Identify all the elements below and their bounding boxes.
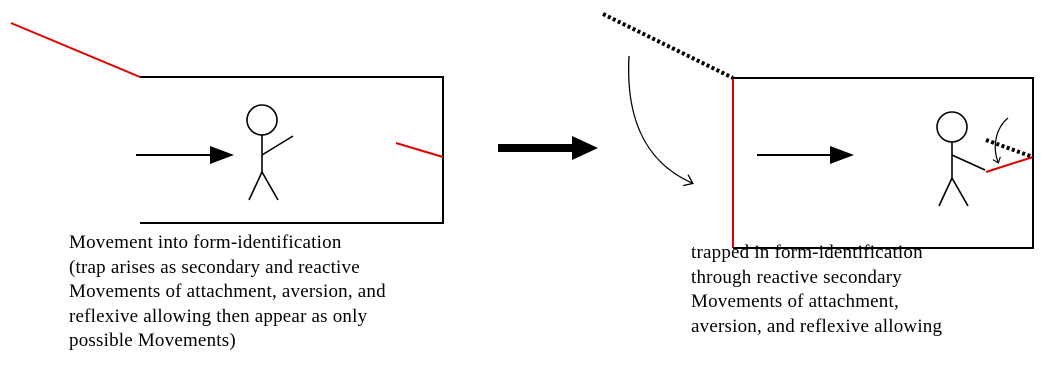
caption-line: reflexive allowing then appear as only <box>69 305 368 327</box>
left-box-top-right-walls <box>140 76 444 224</box>
thick-arrow-right-icon <box>498 136 598 160</box>
right-dotted-door-path <box>602 12 734 80</box>
left-open-door <box>10 22 141 78</box>
caption-line: aversion, and reflexive allowing <box>691 315 943 337</box>
left-red-flap <box>395 142 444 158</box>
curved-arrow-icon <box>627 55 694 187</box>
caption-line: (trap arises as secondary and reactive <box>69 256 360 278</box>
stick-figure-icon <box>246 104 294 201</box>
caption-line: Movements of attachment, aversion, and <box>69 281 386 302</box>
left-caption: Movement into form-identification (trap … <box>69 231 386 354</box>
right-caption: trapped in form-identification through r… <box>691 241 942 339</box>
arrow-right-icon <box>136 146 234 164</box>
right-panel <box>602 12 1034 249</box>
caption-line: possible Movements) <box>69 330 236 351</box>
arrow-right-icon <box>757 146 854 164</box>
small-curved-arrow-icon <box>992 117 1009 164</box>
caption-line: Movement into form-identification <box>69 232 342 253</box>
right-red-flap <box>985 156 1034 173</box>
stick-figure-icon <box>936 111 986 207</box>
caption-line: Movements of attachment, <box>691 291 899 312</box>
right-box-walls <box>733 77 1034 249</box>
right-dotted-flap-path <box>985 138 1034 159</box>
caption-line: through reactive secondary <box>691 266 902 288</box>
caption-line: trapped in form-identification <box>691 242 923 263</box>
left-panel <box>10 22 444 224</box>
